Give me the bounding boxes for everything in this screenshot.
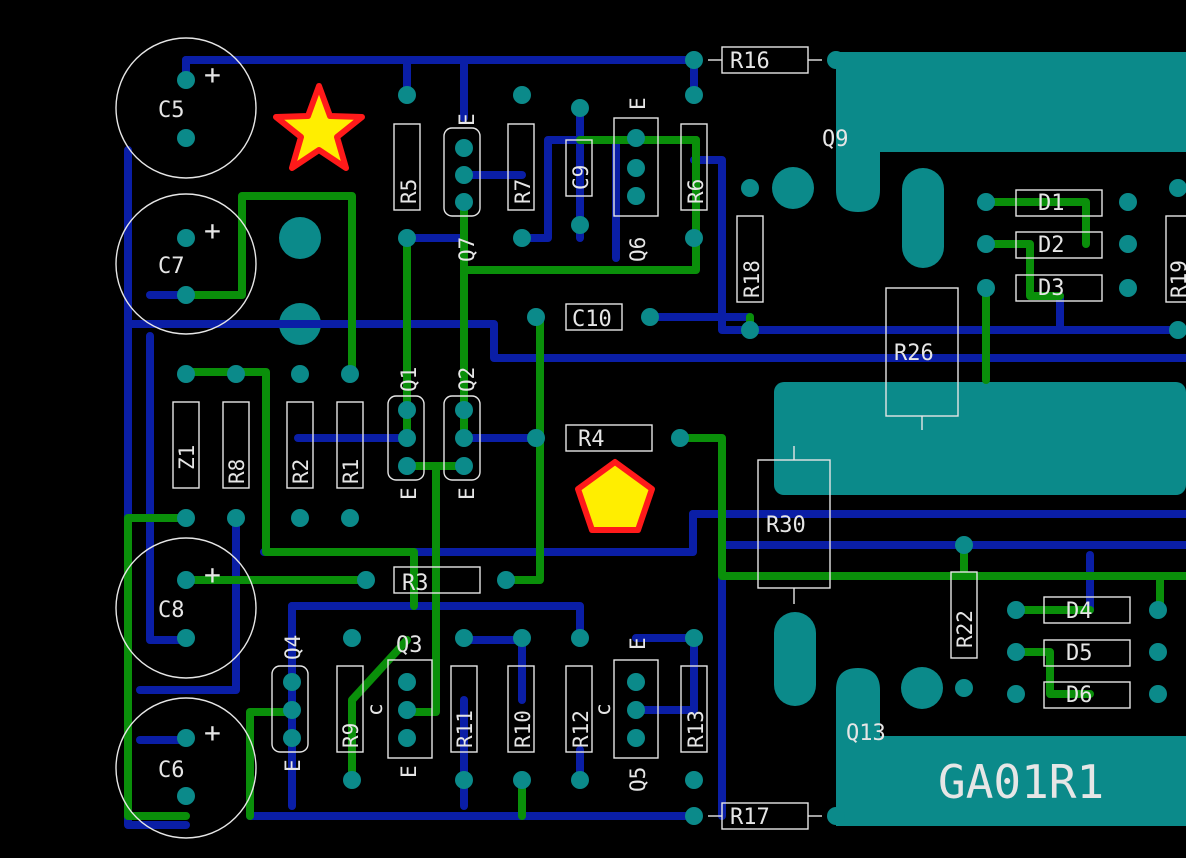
label-r9: R9	[339, 723, 363, 748]
label-e-q7: E	[455, 113, 479, 126]
label-e-q2: E	[455, 487, 479, 500]
label-r12: R12	[569, 710, 593, 748]
label-q9: Q9	[822, 127, 849, 152]
label-d6: D6	[1066, 683, 1093, 708]
copper-areas	[279, 52, 1186, 826]
label-c10: C10	[572, 307, 612, 332]
pad-oblong-bottom	[774, 612, 816, 706]
c5-outline	[115, 37, 257, 179]
label-e-q1: E	[397, 487, 421, 500]
label-q4: Q4	[281, 635, 305, 660]
silkscreen-outlines	[115, 37, 1186, 839]
label-q13: Q13	[846, 721, 886, 746]
pad-large-q13	[901, 667, 943, 709]
label-d1: D1	[1038, 191, 1065, 216]
copper-heatsink-bottom	[836, 668, 1186, 826]
label-r30: R30	[766, 513, 806, 538]
label-d5: D5	[1066, 641, 1093, 666]
label-r8: R8	[225, 459, 249, 484]
label-c9: C9	[569, 165, 593, 190]
label-r3: R3	[402, 571, 429, 596]
label-c-q5: c	[591, 703, 615, 716]
pads	[177, 51, 1186, 825]
label-r18: R18	[740, 260, 764, 298]
label-r1: R1	[339, 459, 363, 484]
label-r4: R4	[578, 427, 605, 452]
label-q2: Q2	[455, 367, 479, 392]
label-r19: R19	[1167, 260, 1186, 298]
label-q1: Q1	[397, 367, 421, 392]
label-e-q5: E	[626, 637, 650, 650]
plus-c6: +	[204, 716, 221, 749]
plus-c8: +	[204, 558, 221, 591]
board-title: GA01R1	[938, 755, 1104, 809]
silkscreen-labels: C5 C7 C8 C6 + + + + R16 R17 R4 C10 R3 R2…	[158, 49, 1186, 830]
label-r7: R7	[511, 179, 535, 204]
label-e-q4: E	[281, 759, 305, 772]
label-d3: D3	[1038, 276, 1065, 301]
label-r17: R17	[730, 805, 770, 830]
plus-c7: +	[204, 214, 221, 247]
label-e-q6: E	[626, 97, 650, 110]
pad-large-q9	[772, 167, 814, 209]
c6-outline	[115, 697, 257, 839]
label-c-q3: c	[363, 703, 387, 716]
copper-strip-middle	[774, 382, 1186, 495]
label-r16: R16	[730, 49, 770, 74]
plus-c5: +	[204, 58, 221, 91]
label-r5: R5	[397, 179, 421, 204]
label-r10: R10	[511, 710, 535, 748]
label-z1: Z1	[175, 445, 199, 470]
copper-heatsink-top	[836, 52, 1186, 212]
label-c8: C8	[158, 598, 185, 623]
label-r6: R6	[684, 179, 708, 204]
label-d2: D2	[1038, 233, 1065, 258]
label-q5: Q5	[626, 767, 650, 792]
label-q3: Q3	[396, 633, 423, 658]
label-r2: R2	[289, 459, 313, 484]
label-e-q3: E	[397, 765, 421, 778]
c7-outline	[115, 193, 257, 335]
label-r22: R22	[953, 610, 977, 648]
label-q6: Q6	[626, 237, 650, 262]
label-r13: R13	[684, 710, 708, 748]
label-c5: C5	[158, 98, 185, 123]
label-r11: R11	[453, 710, 477, 748]
pad-oblong-top	[902, 168, 944, 268]
pad-large-c7-a	[279, 217, 321, 259]
top-traces	[124, 136, 1186, 820]
label-c6: C6	[158, 758, 185, 783]
c8-outline	[115, 537, 257, 679]
star-marker	[273, 83, 365, 171]
label-r26: R26	[894, 341, 934, 366]
label-c7: C7	[158, 254, 185, 279]
label-d4: D4	[1066, 599, 1093, 624]
label-q7: Q7	[455, 237, 479, 262]
pentagon-marker	[575, 459, 655, 533]
